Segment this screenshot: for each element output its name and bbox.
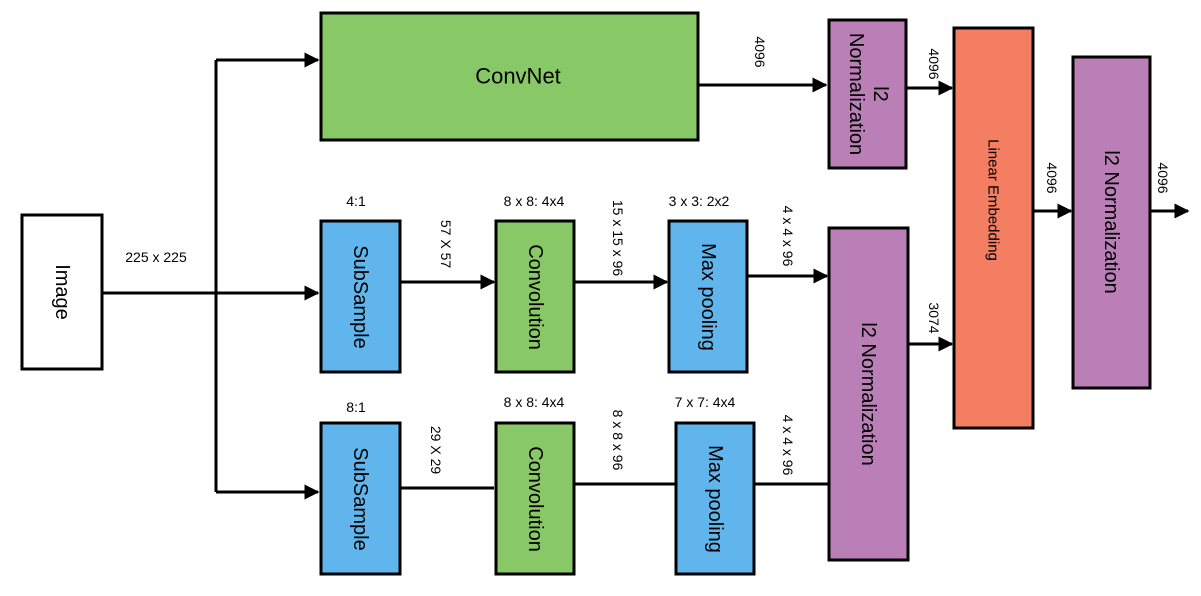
maxpool-2-box: [674, 421, 756, 576]
subsample-2-box: [319, 421, 402, 576]
subsample-1-label: SubSample: [349, 245, 371, 348]
convolution-2-output-dim: 8 x 8 x 96: [610, 410, 626, 471]
convolution-2-params: 8 x 8: 4x4: [504, 394, 565, 410]
subsample-1-output-dim: 57 X 57: [438, 220, 454, 268]
block-maxpool-1: Max pooling: [667, 219, 749, 374]
block-convolution-1: Convolution: [494, 219, 576, 374]
l2-top-output-dim: 4096: [926, 48, 942, 79]
maxpool-2-label: Max pooling: [704, 445, 726, 553]
image-label: Image: [51, 264, 73, 320]
convolution-1-output-dim: 15 x 15 x 96: [610, 200, 626, 276]
convnet-box: [319, 11, 700, 142]
final-output-dim: 4096: [1155, 162, 1171, 193]
subsample-1-ratio: 4:1: [346, 193, 366, 209]
convolution-2-box: [494, 421, 576, 576]
block-convolution-2: Convolution: [494, 421, 576, 576]
maxpool-2-output-dim: 4 x 4 x 96: [780, 415, 796, 476]
block-convnet: ConvNet: [319, 11, 700, 142]
block-l2-top: l2 Normalization: [827, 18, 908, 170]
image-box: [20, 213, 104, 371]
connections: [102, 52, 1190, 500]
l2-mid-output-dim: 3074: [926, 302, 942, 333]
convolution-1-params: 8 x 8: 4x4: [504, 193, 565, 209]
block-linear-embedding: Linear Embedding: [952, 26, 1035, 430]
convnet-label: ConvNet: [475, 64, 561, 89]
l2-top-box: [827, 18, 908, 170]
convolution-1-label: Convolution: [524, 244, 546, 350]
block-l2-final: l2 Normalization: [1071, 55, 1152, 390]
maxpool-1-params: 3 x 3: 2x2: [669, 193, 730, 209]
maxpool-1-box: [667, 219, 749, 374]
maxpool-1-label: Max pooling: [697, 243, 719, 351]
subsample-1-box: [319, 219, 402, 374]
convnet-output-dim: 4096: [752, 36, 768, 67]
maxpool-1-output-dim: 4 x 4 x 96: [780, 206, 796, 267]
subsample-2-output-dim: 29 X 29: [428, 426, 444, 474]
l2-mid-box: [827, 226, 910, 562]
input-size-label: 225 x 225: [125, 249, 187, 265]
linear-embedding-label: Linear Embedding: [985, 139, 1002, 261]
block-l2-mid: l2 Normalization: [827, 226, 910, 562]
subsample-2-ratio: 8:1: [346, 399, 366, 415]
convolution-2-label: Convolution: [524, 446, 546, 552]
l2-mid-label: l2 Normalization: [857, 322, 879, 465]
dimension-labels: 225 x 225 4096 4096 4:1 57 X 57 8 x 8: 4…: [125, 36, 1171, 475]
maxpool-2-params: 7 x 7: 4x4: [675, 394, 736, 410]
convolution-1-box: [494, 219, 576, 374]
l2-final-box: [1071, 55, 1152, 390]
block-maxpool-2: Max pooling: [674, 421, 756, 576]
block-image: Image: [20, 213, 104, 371]
embedding-output-dim: 4096: [1044, 162, 1060, 193]
l2-top-label-line2: Normalization: [845, 33, 867, 155]
l2-final-label: l2 Normalization: [1100, 150, 1122, 293]
block-subsample-2: SubSample: [319, 421, 402, 576]
subsample-2-label: SubSample: [349, 447, 371, 550]
linear-embedding-box: [952, 26, 1035, 430]
block-subsample-1: SubSample: [319, 219, 402, 374]
l2-top-label-line1: l2: [869, 86, 891, 102]
